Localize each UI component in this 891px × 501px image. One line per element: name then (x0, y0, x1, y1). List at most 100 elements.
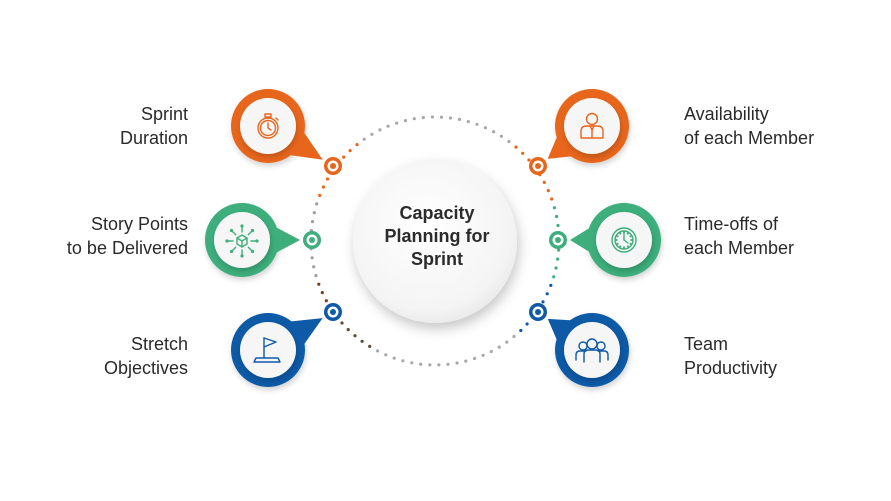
ring-dot (497, 345, 501, 349)
bubble-tail (270, 224, 300, 256)
bubble-story-points (205, 203, 300, 277)
ring-dot (483, 126, 487, 130)
ring-dot (312, 211, 316, 215)
ring-dot (324, 299, 328, 303)
package-arrows-icon (225, 224, 259, 258)
bubble-sprint-duration (231, 89, 323, 163)
bubble-tail (284, 318, 323, 350)
ring-node-sprint-duration (324, 157, 342, 175)
ring-dot (362, 137, 366, 141)
label-line: Sprint (140, 104, 188, 124)
bubble-inner (240, 322, 296, 378)
ring-dot (552, 275, 556, 279)
label-line: Team (684, 334, 729, 354)
bubble-team-productivity (547, 313, 629, 387)
bubbles (205, 89, 661, 387)
bubble-inner (214, 212, 270, 268)
center-title-line: Capacity (399, 203, 475, 223)
ring-dot (507, 139, 511, 144)
ring-dot (550, 197, 554, 201)
label-team-productivity: Team Productivity (684, 332, 874, 380)
ring-dot (392, 356, 396, 360)
label-line: Story Points (90, 214, 188, 234)
ring-dot (314, 274, 318, 278)
ring-dot (320, 291, 324, 295)
ring-dot (419, 362, 423, 366)
ring-dot (475, 122, 479, 126)
ring-dot (421, 116, 425, 120)
label-line: Objectives (103, 358, 188, 378)
bubble-stretch-objectives (231, 313, 323, 387)
ring-dot (368, 344, 372, 348)
ring-dot (355, 143, 359, 147)
label-line: to be Delivered (66, 238, 188, 258)
ring-dot (519, 328, 523, 333)
ring-dot (348, 149, 352, 153)
label-line: each Member (684, 238, 795, 258)
ring-dot (384, 353, 388, 357)
ring-dot (499, 134, 503, 138)
ring-dot (448, 116, 453, 120)
label-time-offs: Time-offs of each Member (684, 212, 874, 260)
ring-node-time-offs (549, 231, 567, 249)
ring-dot (310, 256, 314, 260)
ring-dot (505, 340, 509, 344)
ring-dot (545, 292, 549, 296)
bubble-time-offs (570, 203, 661, 277)
ring-dot (326, 177, 330, 181)
ring-dot (552, 206, 557, 210)
stopwatch-icon (257, 113, 279, 139)
ring-dot (455, 361, 459, 365)
ring-dot (546, 189, 550, 193)
label-line: Availability (684, 104, 769, 124)
ring-node-story-points (303, 231, 321, 249)
ring-dot (521, 151, 525, 155)
ring-dot (557, 248, 561, 252)
bubble-tail (547, 129, 579, 159)
ring-dot (541, 300, 545, 304)
ring-dot (412, 117, 416, 121)
ring-dot (489, 349, 493, 354)
label-story-points: Story Points to be Delivered (20, 212, 188, 260)
ring-dot (481, 353, 485, 357)
ring-dot (370, 132, 374, 136)
label-line: Productivity (684, 358, 778, 378)
person-icon (580, 112, 604, 139)
ring-dot (378, 128, 382, 132)
ring-dot (554, 266, 558, 270)
center-title-line: Sprint (411, 249, 463, 269)
ring-dot (401, 359, 405, 363)
ring-dot (376, 349, 380, 353)
ring-dot (315, 202, 319, 206)
flag-icon (253, 337, 281, 363)
ring-dot (525, 322, 529, 326)
ring-dot (446, 362, 450, 366)
ring-dot (555, 214, 559, 219)
ring-dot (464, 359, 468, 363)
center-title: Capacity Planning for Sprint (366, 202, 508, 271)
bubble-tail (570, 224, 596, 256)
center-title-line: Planning for (384, 226, 490, 246)
ring-node-team-productivity (529, 303, 547, 321)
ring-dot (403, 119, 407, 123)
clock-icon (611, 227, 637, 253)
team-icon (575, 338, 609, 363)
ring-dot (512, 334, 516, 339)
ring-dot (318, 193, 322, 197)
ring-dot (386, 124, 390, 128)
ring-dot (457, 117, 462, 121)
ring-dot (342, 155, 346, 159)
ring-dot (439, 115, 444, 119)
center-circle (353, 159, 517, 323)
ring-dot (430, 115, 434, 119)
ring-dot (321, 185, 325, 189)
ring-dot (556, 223, 560, 228)
label-line: Time-offs of (684, 214, 779, 234)
ring-dot (353, 334, 357, 338)
ring-dot (360, 339, 364, 343)
bubble-tail (547, 318, 579, 347)
ring-node-availability (529, 157, 547, 175)
ring-dot (542, 180, 546, 184)
